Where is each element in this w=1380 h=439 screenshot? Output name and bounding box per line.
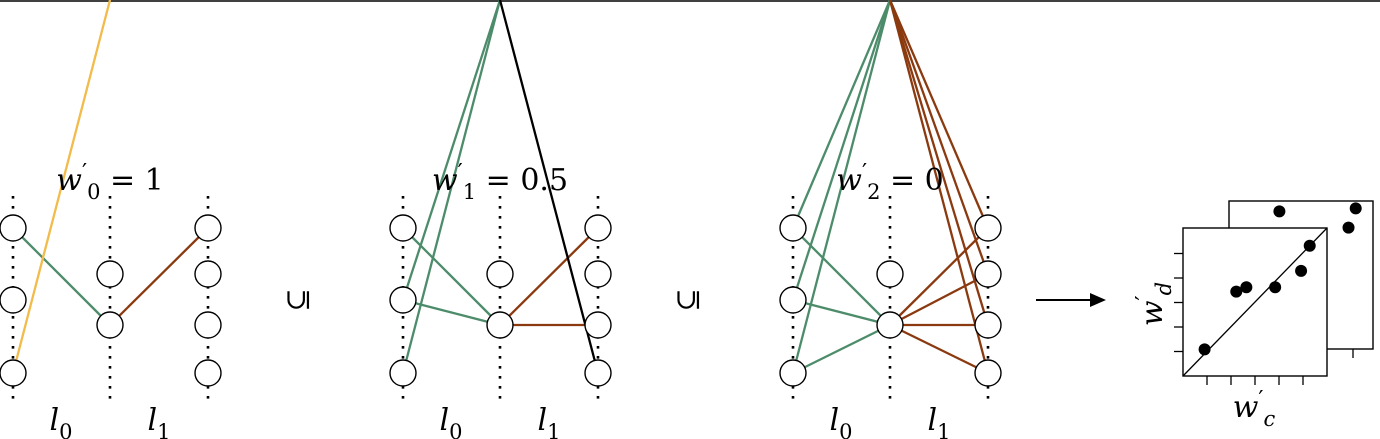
plot-point bbox=[1198, 343, 1211, 356]
right-arrow bbox=[1036, 293, 1106, 307]
node-output-3 bbox=[194, 359, 222, 387]
layer-label-l1: l1 bbox=[928, 403, 951, 439]
edge-i2-h2 bbox=[791, 0, 892, 374]
node-output-1 bbox=[974, 260, 1002, 288]
plot-point bbox=[1303, 239, 1316, 252]
back-plot-point bbox=[1342, 221, 1355, 234]
edge-h2-o3 bbox=[498, 0, 600, 374]
back-plot-point bbox=[1349, 202, 1362, 215]
node-output-3 bbox=[584, 359, 612, 387]
node-hidden-1 bbox=[876, 311, 904, 339]
node-output-2 bbox=[974, 311, 1002, 339]
layer-label-l0: l0 bbox=[440, 403, 463, 439]
edge-i0-h1 bbox=[792, 227, 891, 326]
layer-label-l1: l1 bbox=[538, 403, 561, 439]
plot-point bbox=[1295, 264, 1308, 277]
node-input-1 bbox=[0, 286, 27, 314]
node-output-0 bbox=[584, 214, 612, 242]
node-output-0 bbox=[194, 214, 222, 242]
edge-h1-o0 bbox=[889, 227, 989, 326]
layer-label-l0: l0 bbox=[50, 403, 73, 439]
node-output-1 bbox=[194, 260, 222, 288]
network-panel-2: w′2 = 0 l0 l1 bbox=[779, 0, 1002, 439]
node-hidden-0 bbox=[96, 260, 124, 288]
edge-i0-h1 bbox=[402, 227, 501, 326]
edge-i1-h2 bbox=[401, 0, 502, 301]
node-hidden-1 bbox=[486, 311, 514, 339]
edge-i2-h1 bbox=[792, 323, 891, 375]
subset-symbol-1: ⊆ bbox=[281, 288, 314, 311]
node-output-2 bbox=[194, 311, 222, 339]
network-panel-1: w′1 = 0.5 l0 l1 bbox=[389, 0, 612, 439]
edge-i0-h1 bbox=[12, 227, 111, 326]
node-hidden-0 bbox=[876, 260, 904, 288]
node-output-0 bbox=[974, 214, 1002, 242]
node-hidden-1 bbox=[96, 311, 124, 339]
weight-label: w′1 = 0.5 bbox=[432, 160, 568, 205]
scatter-plot-stack: w′c w′d bbox=[1132, 200, 1374, 432]
edge-h1-o3 bbox=[889, 323, 989, 375]
weight-label: w′0 = 1 bbox=[56, 160, 163, 205]
edge-i1-h1 bbox=[402, 298, 501, 327]
plot-point bbox=[1240, 281, 1253, 294]
node-output-1 bbox=[584, 260, 612, 288]
y-axis-label: w′d bbox=[1132, 282, 1177, 326]
node-output-2 bbox=[584, 311, 612, 339]
node-input-0 bbox=[0, 214, 27, 242]
node-input-1 bbox=[389, 286, 417, 314]
network-panel-0: w′0 = 1 l0 l1 bbox=[0, 0, 222, 439]
layer-label-l1: l1 bbox=[148, 403, 171, 439]
plot-point bbox=[1230, 285, 1243, 298]
node-input-2 bbox=[389, 359, 417, 387]
edge-i1-h2 bbox=[791, 0, 892, 301]
node-output-3 bbox=[974, 359, 1002, 387]
edge-h2-o2 bbox=[888, 0, 990, 326]
edge-h2-o3 bbox=[888, 0, 990, 374]
node-input-1 bbox=[779, 286, 807, 314]
node-input-0 bbox=[389, 214, 417, 242]
edge-h1-o0 bbox=[109, 227, 209, 326]
node-input-0 bbox=[779, 214, 807, 242]
node-input-2 bbox=[779, 359, 807, 387]
edge-h2-o0 bbox=[888, 0, 990, 229]
node-hidden-0 bbox=[486, 260, 514, 288]
node-input-2 bbox=[0, 359, 27, 387]
subset-symbol-2: ⊆ bbox=[671, 288, 704, 311]
layer-label-l0: l0 bbox=[830, 403, 853, 439]
weight-label: w′2 = 0 bbox=[836, 160, 943, 205]
x-axis-label: w′c bbox=[1233, 387, 1276, 432]
edge-i2-h2 bbox=[11, 0, 112, 374]
edge-i0-h2 bbox=[791, 0, 892, 229]
plot-point bbox=[1269, 281, 1282, 294]
edge-i2-h2 bbox=[401, 0, 502, 374]
edge-i1-h1 bbox=[792, 298, 891, 327]
edge-h2-o1 bbox=[888, 0, 990, 275]
back-plot-point bbox=[1273, 205, 1286, 218]
edge-h1-o0 bbox=[499, 227, 599, 326]
edge-h1-o1 bbox=[889, 272, 989, 327]
